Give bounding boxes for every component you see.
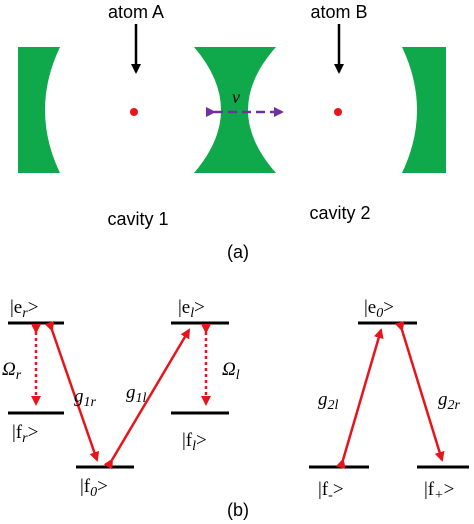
coupling-label: v (232, 87, 240, 107)
label-g1l: g1l (126, 382, 147, 406)
g1r-arrow (44, 320, 100, 462)
atom-a-label: atom A (108, 2, 164, 22)
g2r-arrow (394, 320, 445, 462)
label-fplus: |f+> (424, 479, 454, 503)
atom-a-dot (130, 108, 138, 116)
panel-a: atom A atom B v cavity 1 cavity 2 (a) (18, 2, 446, 262)
label-g2l: g2l (318, 389, 339, 413)
g1l-arrow (103, 328, 191, 470)
cavity-2-label: cavity 2 (309, 203, 370, 223)
label-fr: |fr> (12, 422, 38, 446)
label-g2r: g2r (438, 389, 461, 413)
label-el: |el> (178, 297, 205, 321)
mirror-right (402, 47, 446, 173)
panel-b: |er> |el> |fr> |fl> |f0> Ωr Ωl g1r g1l |… (2, 297, 469, 520)
mirror-middle (194, 47, 276, 173)
label-omega-r: Ωr (2, 359, 22, 383)
label-f0: |f0> (80, 476, 108, 500)
label-er: |er> (10, 297, 38, 321)
label-fl: |fl> (182, 430, 207, 454)
label-g1r: g1r (74, 386, 97, 410)
caption-a: (a) (227, 242, 249, 262)
label-e0: |e0> (364, 297, 394, 321)
mirror-left (18, 47, 60, 173)
caption-b: (b) (227, 500, 249, 520)
atom-b-dot (334, 108, 342, 116)
cavity-1-label: cavity 1 (107, 209, 168, 229)
atom-b-label: atom B (310, 2, 367, 22)
label-omega-l: Ωl (222, 359, 240, 383)
label-fminus: |f-> (318, 479, 344, 503)
g2l-arrow (335, 328, 384, 470)
